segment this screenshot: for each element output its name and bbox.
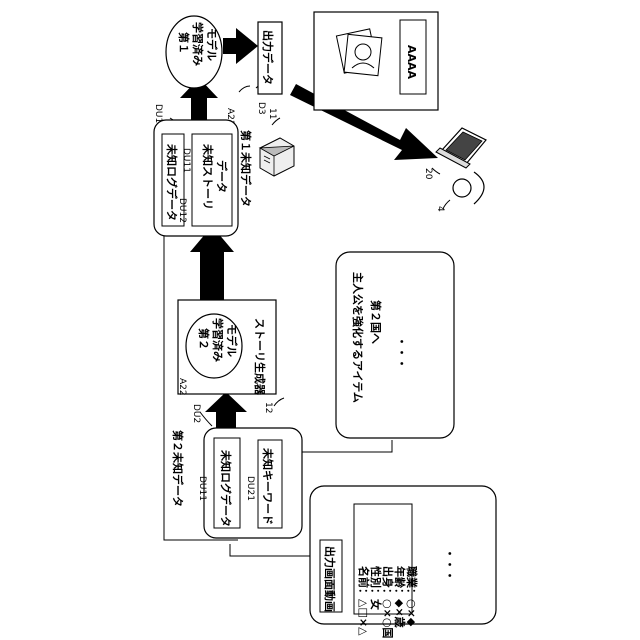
field-origin: 出身：○×○国: [381, 566, 395, 638]
item-box: 主人公を強化するアイテム 第２国へ ・・・: [336, 252, 454, 438]
second-log-ref: DU11: [197, 476, 207, 501]
second-unknown-ref: DU2: [191, 404, 201, 423]
item-ellipsis: ・・・: [395, 336, 408, 369]
field-gender: 性別：女: [369, 566, 383, 610]
first-unknown-title: 第１未知データ: [239, 130, 253, 207]
output-video: 出力画面動画 名前：△□×△ 性別：女 出身：○×○国 年齢：◆×歳 職業：○×…: [310, 486, 496, 638]
output-screen-text: AAAA: [405, 45, 418, 80]
first-story-ref: DU11: [181, 148, 191, 173]
label-text: 第２: [197, 328, 211, 350]
output-screen: AAAA: [314, 12, 438, 110]
field-job: 職業：○×◆: [405, 566, 419, 627]
server-ref: 11: [267, 108, 277, 119]
output-data-node: 出力データ D3: [256, 22, 282, 115]
user-ref: 4: [435, 206, 445, 212]
first-log-ref: DU12: [177, 198, 187, 223]
label-text: 未知ストーリ: [201, 143, 215, 210]
label-text: モデル: [205, 28, 219, 61]
story-generator-ref: 12: [263, 402, 273, 413]
user-icon: 4: [435, 172, 484, 212]
field-name: 名前：△□×△: [357, 566, 371, 636]
second-unknown-title: 第２未知データ: [171, 430, 185, 507]
label-text: 第１: [177, 32, 191, 54]
field-age: 年齢：◆×歳: [393, 566, 407, 628]
output-video-title: 出力画面動画: [323, 546, 337, 612]
arrow-du2-to-generator: [205, 392, 247, 428]
output-data-ref: D3: [256, 102, 266, 115]
second-keyword-label: 未知キーワード: [261, 447, 275, 525]
second-unknown-data: 未知ログデータ 未知キーワード 第２未知データ DU2 DU11 DU21: [171, 404, 302, 538]
item-line-1: 主人公を強化するアイテム: [351, 272, 365, 403]
first-log-label: 未知ログデータ: [165, 143, 179, 221]
first-unknown-ref: DU1: [153, 104, 163, 123]
second-log-label: 未知ログデータ: [219, 449, 233, 527]
model2-ref: A22: [177, 378, 187, 396]
story-generator-label: ストーリ生成器: [253, 318, 267, 396]
arrow-generator-to-du1: [190, 226, 234, 300]
label-text: データ: [215, 160, 229, 193]
label-text: モデル: [225, 324, 239, 357]
item-line-2: 第２国へ: [369, 300, 383, 344]
label-text: 学習済み: [211, 318, 225, 362]
label-text: 学習済み: [191, 22, 205, 66]
first-unknown-data: 未知ログデータ 未知ストーリ データ 第１未知データ DU1 DU11 DU12: [153, 104, 253, 236]
output-data-label: 出力データ: [261, 30, 275, 85]
server-icon: 11: [260, 108, 294, 176]
arrow-model1-to-output: [223, 28, 258, 64]
output-video-ellipsis: ・・・: [443, 548, 456, 581]
second-keyword-ref: DU21: [245, 476, 255, 501]
terminal-ref: 20: [423, 168, 433, 180]
